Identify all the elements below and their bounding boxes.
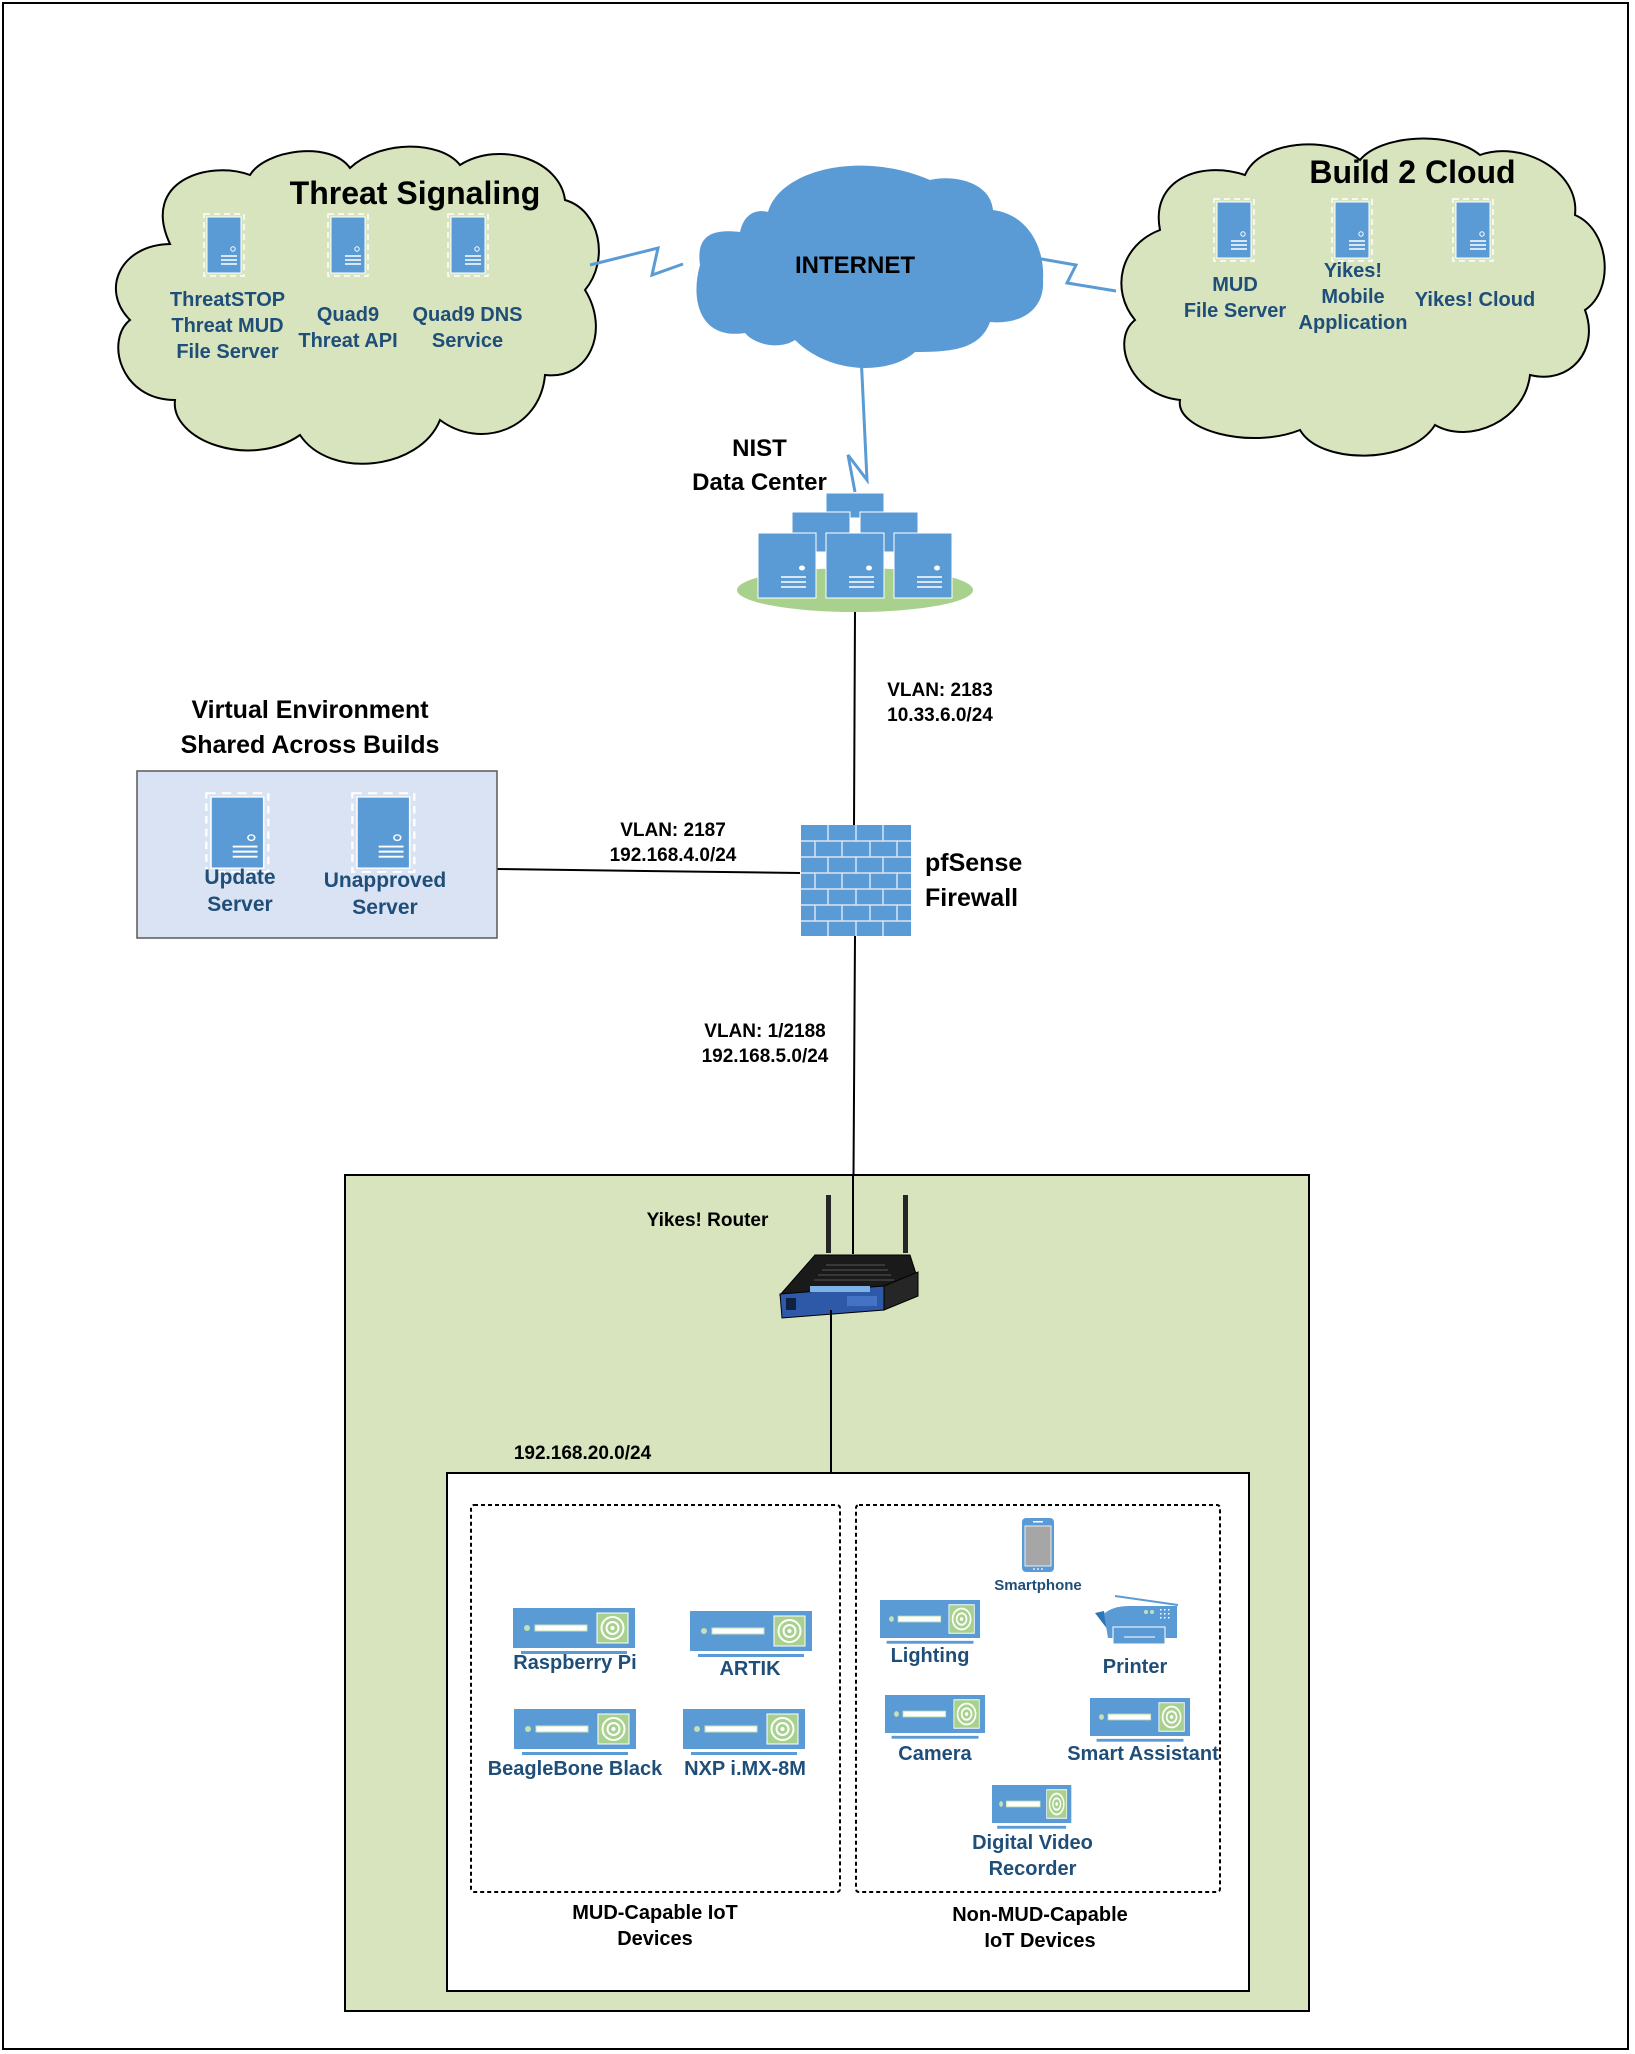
quad9-threat-api-label: Quad9 Threat API — [298, 304, 398, 352]
server-icon — [205, 792, 270, 874]
mud-capable-group — [470, 1504, 841, 1893]
router-icon — [778, 1195, 919, 1319]
yikes-mobile-app-label: Yikes! Mobile Application — [1298, 260, 1408, 334]
device-nxp-imx8m: NXP i.MX-8M — [684, 1758, 806, 1780]
iot-device-icon — [513, 1708, 637, 1756]
iot-device-icon — [991, 1784, 1073, 1830]
device-smartphone: Smartphone — [994, 1577, 1082, 1594]
device-raspberry-pi: Raspberry Pi — [513, 1652, 637, 1674]
iot-device-icon — [884, 1694, 986, 1740]
server-icon — [447, 213, 489, 277]
device-smart-assistant: Smart Assistant — [1067, 1743, 1219, 1765]
server-icon — [1452, 198, 1494, 262]
device-artik: ARTIK — [719, 1658, 781, 1680]
device-camera: Camera — [898, 1743, 972, 1765]
link-threat-to-internet — [589, 245, 684, 278]
smartphone-icon — [1022, 1518, 1054, 1572]
server-icon — [203, 213, 245, 277]
iot-device-icon — [512, 1607, 636, 1655]
device-lighting: Lighting — [890, 1645, 970, 1667]
unapproved-server-label: Unapproved Server — [323, 869, 447, 920]
non-mud-capable-group — [855, 1504, 1221, 1893]
pfsense-firewall-label: pfSense Firewall — [925, 849, 1023, 912]
threatstop-server-label: ThreatSTOP Threat MUD File Server — [169, 289, 286, 363]
virtual-env-title: Virtual Environment Shared Across Builds — [180, 696, 440, 759]
mud-file-server-label: MUD File Server — [1183, 274, 1287, 322]
nist-data-center-title: NIST Data Center — [692, 435, 827, 496]
yikes-cloud-label: Yikes! Cloud — [1414, 289, 1536, 311]
update-server-label: Update Server — [204, 866, 276, 917]
link-virtualenv-to-firewall — [496, 868, 801, 874]
build2-cloud-title: Build 2 Cloud — [1309, 154, 1516, 190]
firewall-icon — [801, 825, 911, 936]
mud-capable-caption: MUD-Capable IoT Devices — [572, 1902, 738, 1950]
vlan-2183-label: VLAN: 2183 10.33.6.0/24 — [887, 680, 993, 726]
server-icon — [351, 792, 416, 874]
device-printer: Printer — [1102, 1656, 1168, 1678]
non-mud-capable-caption: Non-MUD-Capable IoT Devices — [952, 1904, 1128, 1952]
virtual-env-box — [136, 770, 498, 939]
server-icon — [1213, 198, 1255, 262]
iot-device-icon — [879, 1599, 981, 1645]
threat-signaling-title: Threat Signaling — [289, 175, 541, 211]
server-icon — [1331, 198, 1373, 262]
quad9-dns-label: Quad9 DNS Service — [412, 304, 523, 352]
iot-device-icon — [689, 1610, 813, 1658]
device-digital-video-recorder: Digital Video Recorder — [972, 1832, 1093, 1880]
link-internet-to-build2 — [1029, 255, 1117, 293]
yikes-router-label: Yikes! Router — [646, 1210, 769, 1231]
vlan-2187-label: VLAN: 2187 192.168.4.0/24 — [609, 820, 737, 866]
link-internet-to-datacenter — [846, 332, 869, 493]
iot-device-icon — [682, 1708, 806, 1756]
printer-icon — [1095, 1595, 1179, 1645]
link-datacenter-to-firewall — [853, 611, 856, 826]
internet-label: INTERNET — [795, 252, 915, 279]
internet-cloud — [696, 165, 1044, 368]
device-beaglebone-black: BeagleBone Black — [487, 1758, 663, 1780]
iot-device-icon — [1089, 1697, 1191, 1743]
vlan-2188-label: VLAN: 1/2188 192.168.5.0/24 — [701, 1021, 829, 1067]
server-icon — [327, 213, 369, 277]
router-subnet-label: 192.168.20.0/24 — [513, 1443, 652, 1464]
data-center-icon — [737, 492, 973, 612]
